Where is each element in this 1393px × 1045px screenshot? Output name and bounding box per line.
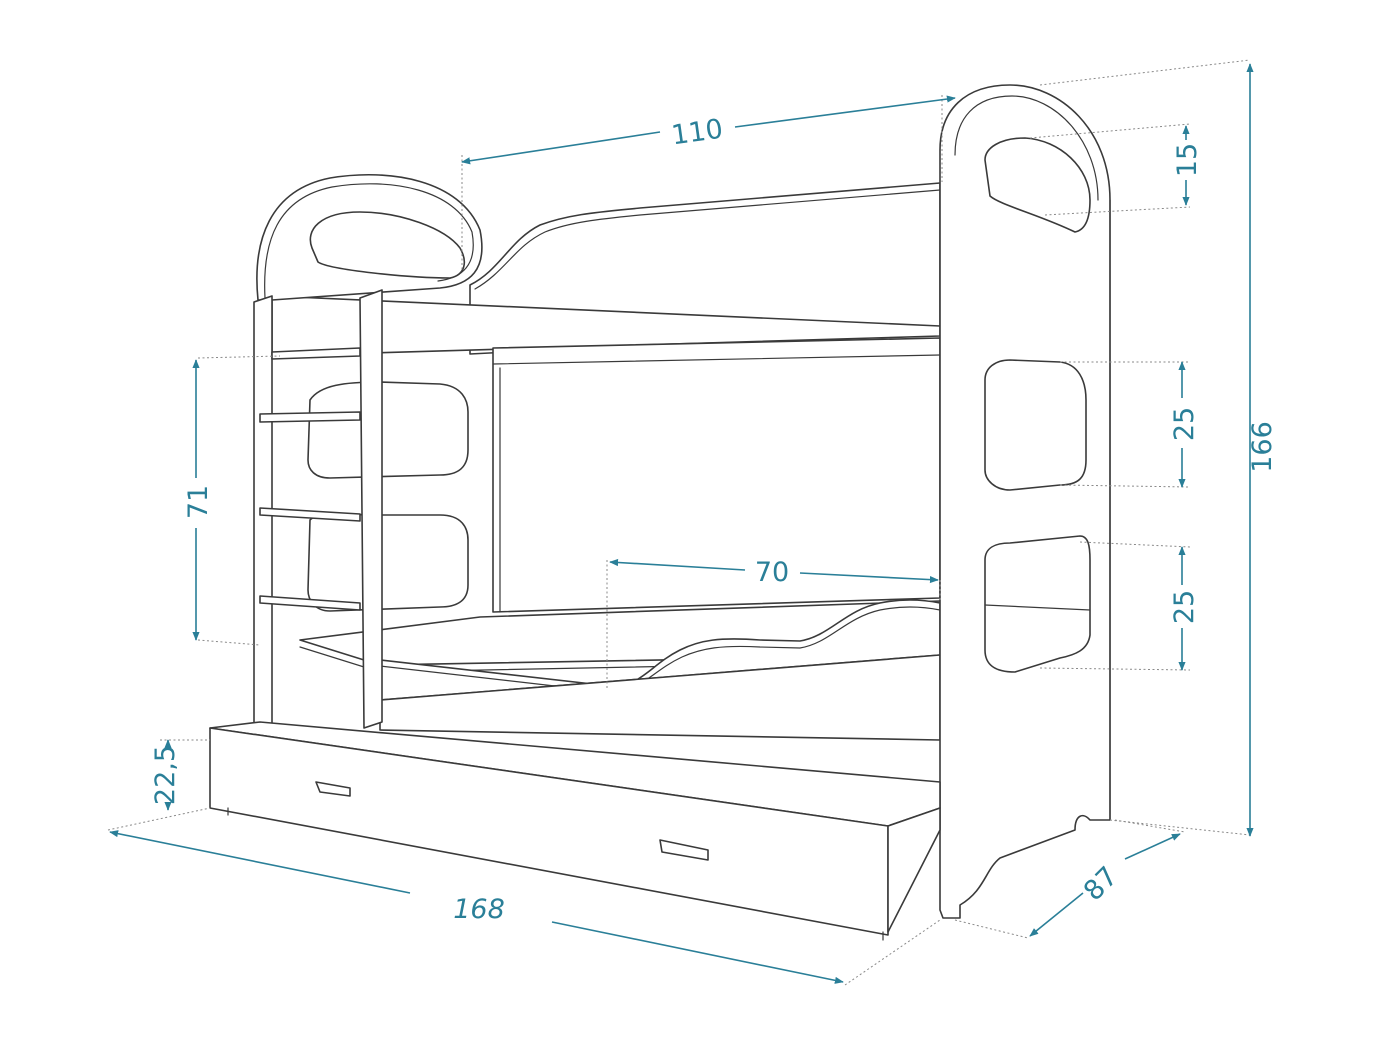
right-low-window bbox=[984, 535, 1091, 673]
left-top-window bbox=[309, 211, 466, 279]
label-166: 166 bbox=[1247, 421, 1278, 473]
label-22-5: 22,5 bbox=[150, 745, 181, 805]
upper-back-panel-edge bbox=[474, 189, 941, 290]
extension-lines bbox=[107, 59, 1251, 986]
right-top-window bbox=[984, 137, 1091, 233]
left-mid-window-2 bbox=[307, 512, 469, 612]
dim-70-left bbox=[609, 558, 746, 571]
ladder-rung-2 bbox=[259, 411, 361, 423]
right-mid-window bbox=[984, 359, 1087, 491]
label-25-middle: 25 bbox=[1169, 407, 1200, 441]
dim-70-right bbox=[799, 572, 939, 584]
ladder-rung-1 bbox=[271, 347, 361, 360]
bed-body bbox=[253, 84, 1111, 919]
label-15: 15 bbox=[1172, 143, 1203, 177]
ladder-rung-3 bbox=[259, 507, 361, 522]
drawer-handle-left bbox=[315, 781, 351, 797]
dim-168-right bbox=[551, 921, 844, 984]
drawer bbox=[209, 721, 941, 941]
ladder bbox=[253, 289, 383, 731]
label-25-lower: 25 bbox=[1169, 590, 1200, 624]
dimension-labels: 110 166 15 25 25 71 70 22,5 168 87 bbox=[150, 114, 1278, 925]
dim-87-bot bbox=[1029, 892, 1084, 937]
lower-guard-rail bbox=[379, 599, 941, 701]
drawer-handle-right bbox=[659, 839, 709, 861]
dim-87-top bbox=[1124, 833, 1181, 860]
label-71: 71 bbox=[183, 485, 214, 519]
label-110: 110 bbox=[670, 114, 725, 152]
lower-back-panel bbox=[492, 337, 941, 613]
dimension-lines bbox=[109, 63, 1254, 984]
dim-110-left bbox=[461, 131, 661, 165]
dim-168-left bbox=[109, 830, 411, 894]
dim-110-right bbox=[734, 95, 956, 128]
label-70: 70 bbox=[755, 557, 789, 588]
label-168: 168 bbox=[453, 894, 505, 925]
label-87: 87 bbox=[1078, 861, 1124, 907]
drawer-side bbox=[887, 807, 941, 933]
left-mid-window-1 bbox=[307, 381, 469, 479]
lower-back-panel-top bbox=[492, 354, 941, 365]
ladder-post-right bbox=[359, 289, 383, 729]
drawer-front bbox=[209, 727, 889, 936]
ladder-rung-4 bbox=[259, 595, 361, 611]
